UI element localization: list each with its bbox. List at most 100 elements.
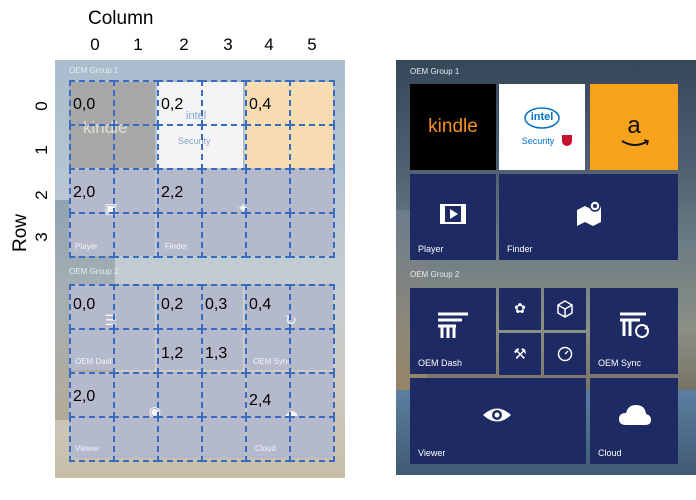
grid-cell	[289, 416, 335, 462]
grid-cell	[289, 284, 335, 330]
player-tile[interactable]: Player	[410, 174, 496, 260]
group-label: OEM Group 1	[69, 66, 119, 75]
grid-cell	[289, 168, 335, 214]
tile-name: OEM Dash	[418, 358, 463, 368]
grid-group-1	[69, 80, 335, 258]
map-pin-icon	[577, 200, 601, 226]
grid-cell	[157, 372, 203, 418]
finder-tile[interactable]: Finder	[499, 174, 678, 260]
grid-cell	[245, 168, 291, 214]
tools-tile[interactable]: ⚒	[499, 333, 541, 375]
grid-cell	[289, 80, 335, 126]
cell-coordinate-label: 0,0	[73, 96, 96, 113]
cell-coordinate-label: 2,4	[249, 392, 272, 409]
oem-dash-tile[interactable]: OEM Dash	[410, 288, 496, 374]
grid-cell	[201, 416, 247, 462]
flower-tile[interactable]: ✿	[499, 288, 541, 330]
cell-coordinate-label: 0,0	[73, 296, 96, 313]
grid-cell	[245, 212, 291, 258]
start-screen: OEM Group 1 kindle intel Security a Play…	[396, 60, 696, 475]
amazon-tile[interactable]: a	[590, 84, 678, 170]
grid-cell	[113, 328, 159, 374]
cell-coordinate-label: 1,3	[205, 345, 228, 362]
grid-cell	[69, 212, 115, 258]
grid-cell	[157, 124, 203, 170]
grid-cell	[201, 168, 247, 214]
grid-cell	[157, 416, 203, 462]
kindle-logo: kindle	[428, 116, 478, 137]
tile-name: OEM Dash	[75, 357, 115, 366]
column-axis-title: Column	[88, 8, 154, 29]
cell-coordinate-label: 0,3	[205, 296, 228, 313]
column-number: 0	[90, 35, 100, 54]
intel-logo	[523, 106, 561, 130]
tile-name: Player	[418, 244, 444, 254]
grid-cell	[113, 124, 159, 170]
cell-coordinate-label: 2,0	[73, 388, 96, 405]
cloud-icon	[619, 405, 651, 425]
mcafee-shield-icon	[562, 135, 572, 146]
row-number: 3	[32, 232, 51, 242]
small-tiles-ghost	[157, 284, 243, 370]
cube-tile[interactable]	[544, 288, 586, 330]
cloud-icon: ☁	[284, 403, 298, 419]
amazon-ghost-icon: ⌣	[283, 112, 295, 132]
kindle-tile[interactable]: kindle	[410, 84, 496, 170]
grid-cell	[69, 124, 115, 170]
oem-sync-tile[interactable]: OEM Sync	[590, 288, 678, 374]
flower-icon: ✿	[514, 300, 526, 316]
tile-name: Finder	[507, 244, 533, 254]
grid-cell	[201, 212, 247, 258]
viewer-tile[interactable]: Viewer	[410, 378, 586, 464]
tile-name: Cloud	[598, 448, 622, 458]
tile-name: Viewer	[418, 448, 446, 458]
cell-coordinate-label: 0,4	[249, 96, 272, 113]
cloud-tile[interactable]: Cloud	[590, 378, 678, 464]
grid-cell	[113, 212, 159, 258]
grid-cell	[113, 284, 159, 330]
grid-cell	[201, 372, 247, 418]
intel-ring-icon	[524, 107, 560, 129]
clock-tile[interactable]	[544, 333, 586, 375]
amazon-logo: a	[627, 112, 641, 139]
film-play-icon	[440, 204, 466, 224]
cell-coordinate-label: 2,0	[73, 184, 96, 201]
row-axis-title: Row	[10, 213, 32, 253]
grid-cell	[113, 372, 159, 418]
grid-cell	[289, 328, 335, 374]
group-label: OEM Group 2	[69, 267, 119, 276]
grid-group-2	[69, 284, 335, 462]
map-pin-icon: ✦	[237, 200, 249, 216]
oem-sync-icon	[620, 312, 649, 338]
cell-coordinate-label: 1,2	[161, 345, 184, 362]
row-number: 1	[32, 145, 51, 155]
security-ghost-text: Security	[178, 136, 211, 146]
tile-name: Player	[75, 242, 98, 251]
oem-dash-icon	[438, 312, 468, 338]
grid-cell	[201, 124, 247, 170]
column-number: 4	[264, 35, 274, 54]
intel-security-tile[interactable]: intel Security	[499, 84, 585, 170]
tools-icon: ⚒	[513, 346, 527, 363]
tile-name: OEM Sync	[598, 358, 642, 368]
tile-name: Cloud	[255, 444, 276, 453]
cell-coordinate-label: 0,2	[161, 96, 184, 113]
column-number: 1	[133, 35, 143, 54]
grid-cell	[113, 80, 159, 126]
column-number: 2	[179, 35, 189, 54]
cell-coordinate-label: 2,2	[161, 184, 184, 201]
intel-brand-text: intel	[530, 111, 554, 123]
group-label: OEM Group 1	[410, 67, 460, 76]
grid-cell	[289, 124, 335, 170]
grid-cell	[157, 212, 203, 258]
grid-cell	[113, 416, 159, 462]
grid-cell	[113, 168, 159, 214]
kindle-ghost-text: kindle	[83, 118, 128, 137]
row-number: 0	[32, 101, 51, 111]
cube-icon	[557, 300, 573, 318]
grid-cell	[289, 212, 335, 258]
tile-name: Viewer	[75, 444, 100, 453]
cell-coordinate-label: 0,4	[249, 296, 272, 313]
row-number: 2	[32, 190, 51, 200]
grid-cell	[245, 124, 291, 170]
